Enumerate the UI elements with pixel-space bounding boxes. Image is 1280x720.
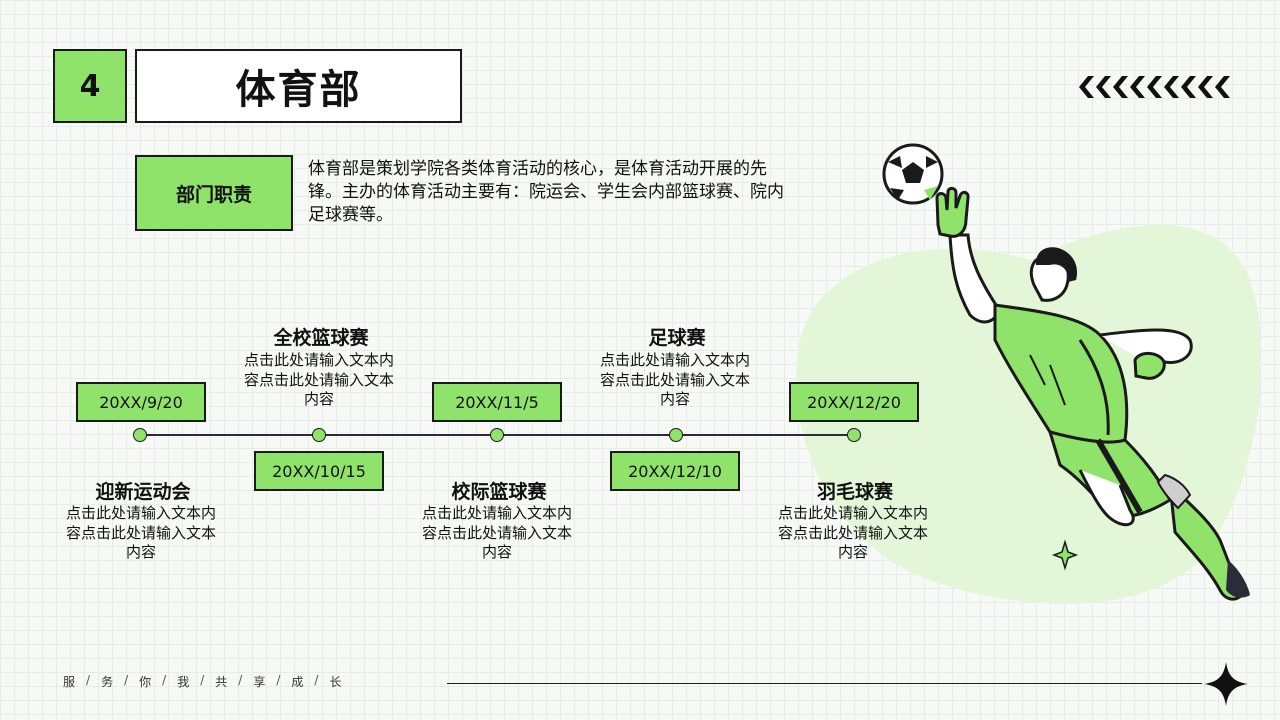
footer-separator: / [162,673,167,687]
duty-description: 体育部是策划学院各类体育活动的核心，是体育活动开展的先锋。主办的体育活动主要有：… [308,159,784,225]
chevron-left-icon [1079,76,1230,98]
sparkle-icon [1051,539,1079,571]
footer-char: 享 [253,675,266,689]
event-title: 校际篮球赛 [451,481,547,503]
event-date: 20XX/10/15 [254,451,384,491]
event-date: 20XX/11/5 [432,382,562,422]
timeline-dot [669,428,683,442]
page-title: 体育部 [135,49,462,123]
section-number: 4 [53,49,127,123]
sparkle-icon [1204,662,1248,706]
event-title: 迎新运动会 [95,481,191,503]
event-title: 足球赛 [648,327,706,349]
timeline-dot [312,428,326,442]
event-date: 20XX/12/20 [789,382,919,422]
footer-char: 服 [63,675,76,689]
footer-separator: / [314,673,319,687]
footer-separator: / [86,673,91,687]
footer-slogan: 服 / 务 / 你 / 我 / 共 / 享 / 成 / 长 [63,673,341,690]
footer-char: 共 [215,675,228,689]
footer-separator: / [200,673,205,687]
event-title: 全校篮球赛 [273,327,369,349]
timeline-dot [490,428,504,442]
event-description: 点击此处请输入文本内容点击此处请输入文本内容 [66,504,217,561]
footer-char: 我 [177,675,190,689]
goalkeeper-illustration [796,143,1260,604]
event-description: 点击此处请输入文本内容点击此处请输入文本内容 [778,504,929,561]
event-description: 点击此处请输入文本内容点击此处请输入文本内容 [422,504,573,561]
footer-separator: / [276,673,281,687]
event-date: 20XX/12/10 [610,451,740,491]
footer-char: 务 [101,675,114,689]
timeline-dot [133,428,147,442]
timeline-dot [847,428,861,442]
event-date: 20XX/9/20 [76,382,206,422]
footer-char: 长 [329,675,342,689]
event-description: 点击此处请输入文本内容点击此处请输入文本内容 [600,351,751,408]
footer-divider [447,683,1202,684]
duty-label: 部门职责 [135,155,293,231]
event-description: 点击此处请输入文本内容点击此处请输入文本内容 [244,351,395,408]
footer-char: 成 [291,675,304,689]
footer-char: 你 [139,675,152,689]
event-title: 羽毛球赛 [816,481,893,503]
football-icon [882,143,944,205]
footer-separator: / [124,673,129,687]
footer-separator: / [238,673,243,687]
